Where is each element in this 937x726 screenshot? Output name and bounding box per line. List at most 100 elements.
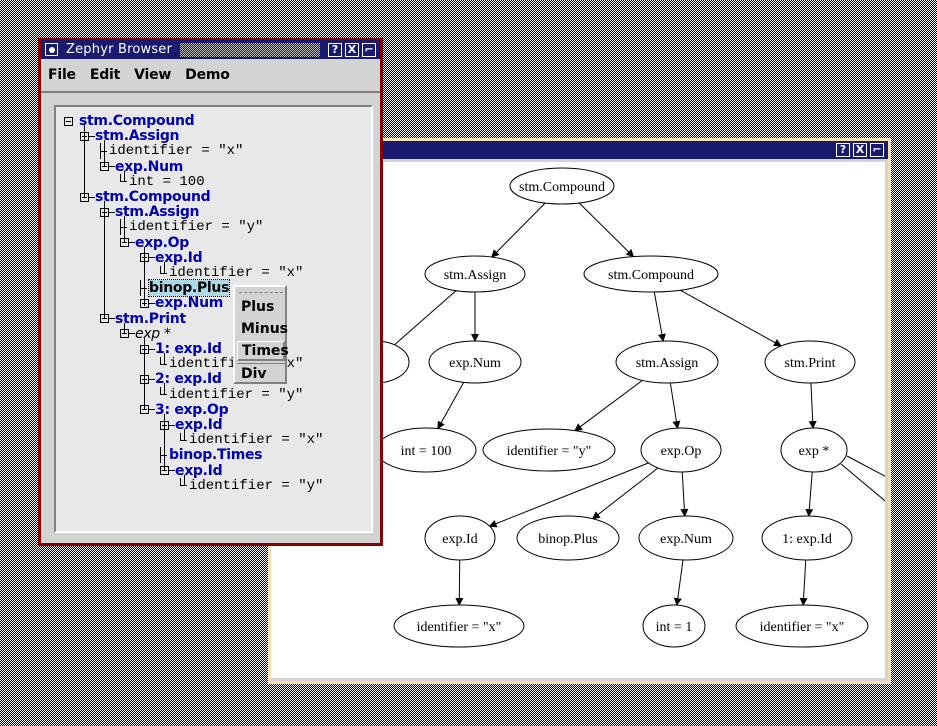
tree-node[interactable]: 3: exp.Op	[140, 402, 229, 418]
graph-node-ellipse	[640, 427, 722, 473]
zephyr-titlebar[interactable]: Zephyr Browser ? X ⌐	[41, 40, 380, 59]
graph-node-ellipse	[764, 340, 856, 384]
tree-leaf[interactable]: int = 100	[120, 174, 205, 190]
tree-connector	[109, 211, 115, 213]
collapse-icon[interactable]	[64, 116, 73, 126]
tree-label: binop.Times	[169, 447, 263, 464]
tree-label: identifier = "y"	[169, 386, 304, 403]
menu-bar: File Edit View Demo	[41, 59, 380, 93]
tree-node[interactable]: stm.Compound	[80, 189, 211, 205]
ast-graph: stm.Compound stm.Assign stm.Compound exp.Nu…	[340, 167, 885, 648]
close-icon[interactable]: X	[853, 143, 867, 157]
tree-leaf[interactable]: identifier = "x"	[160, 265, 303, 281]
titlebar-drag-area[interactable]	[180, 42, 320, 57]
zephyr-browser-window: Zephyr Browser ? X ⌐ File Edit View Demo…	[38, 38, 383, 546]
tree-label: int = 100	[129, 173, 205, 190]
graph-node-ellipse	[516, 515, 620, 561]
popup-item-plus[interactable]: Plus	[241, 299, 275, 315]
tree-node[interactable]: binop.Times	[160, 447, 263, 464]
graph-node[interactable]: int = 100	[375, 427, 477, 473]
graph-node[interactable]: exp.Op	[640, 427, 722, 473]
help-icon[interactable]: ?	[836, 143, 850, 157]
popup-item-minus[interactable]: Minus	[241, 321, 288, 337]
graph-node-ellipse	[428, 340, 522, 384]
tree-leaf[interactable]: identifier = "y"	[120, 219, 263, 236]
graph-node-ellipse	[615, 340, 719, 384]
tree-label: identifier = "x"	[109, 143, 244, 160]
graph-node[interactable]: exp *	[780, 427, 848, 473]
window-menu-icon[interactable]	[45, 43, 58, 56]
popup-item-times[interactable]: Times	[237, 341, 289, 361]
graph-node[interactable]: binop.Plus	[516, 515, 620, 561]
graph-window-titlebar[interactable]: ? X ⌐	[379, 141, 888, 159]
tree-connector	[149, 409, 155, 411]
tree-node[interactable]: stm.Assign	[100, 204, 200, 220]
graph-node-label: stm.Compound	[519, 180, 605, 195]
tear-off-line[interactable]	[239, 292, 283, 293]
tree-node[interactable]: exp.Op	[120, 235, 189, 251]
maximize-icon[interactable]: ⌐	[362, 42, 376, 57]
tree-leaf[interactable]: identifier = "x"	[100, 143, 244, 160]
tree-node[interactable]: exp *	[120, 326, 171, 342]
graph-node[interactable]: exp.Id	[424, 515, 496, 561]
graph-node[interactable]: int = 1	[642, 604, 706, 648]
tree-node[interactable]: stm.Assign	[80, 128, 180, 144]
menu-file[interactable]: File	[48, 67, 76, 83]
graph-node[interactable]: stm.Print	[764, 340, 856, 384]
graph-node-ellipse	[761, 515, 853, 561]
graph-node-ellipse	[642, 604, 706, 648]
tree-connector	[160, 387, 167, 396]
graph-node[interactable]: identifier = "x"	[735, 604, 869, 648]
tree-label: exp.Num	[155, 295, 224, 312]
graph-node[interactable]: stm.Assign	[424, 255, 526, 293]
tree-node[interactable]: exp.Id	[140, 250, 203, 266]
tree-guide-line	[184, 429, 185, 441]
graph-edge	[394, 290, 457, 346]
menu-edit[interactable]: Edit	[89, 67, 121, 83]
graph-node[interactable]: exp.Num	[638, 515, 734, 561]
graph-node[interactable]: exp.Num	[428, 340, 522, 384]
tree-leaf[interactable]: identifier = "y"	[180, 478, 323, 494]
tree-label: exp.Num	[115, 158, 184, 175]
tree-node[interactable]: exp.Id	[160, 417, 223, 433]
tree-node[interactable]: stm.Compound	[64, 113, 195, 129]
tree-node[interactable]: exp.Id	[160, 463, 223, 479]
tree-guide-line	[164, 383, 165, 395]
tree-label: identifier = "y"	[189, 477, 324, 494]
graph-node-ellipse	[638, 515, 734, 561]
graph-node-label: 1: exp.Id	[782, 532, 832, 547]
graph-node[interactable]: 1: exp.Id	[761, 515, 853, 561]
graph-node-label: exp *	[799, 444, 830, 459]
graph-edge	[491, 202, 546, 258]
tree-connector	[129, 242, 135, 244]
graph-node[interactable]: stm.Compound	[583, 255, 719, 293]
popup-item-div[interactable]: Div	[237, 363, 285, 383]
tree-node[interactable]: exp.Num	[100, 159, 183, 175]
maximize-icon[interactable]: ⌐	[870, 143, 884, 157]
tree-connector	[180, 478, 187, 487]
graph-node[interactable]: stm.Assign	[615, 340, 719, 384]
tree-connector	[100, 143, 107, 160]
graph-edge	[653, 291, 666, 343]
tree-label: identifier = "x"	[169, 265, 304, 281]
graph-node-label: stm.Compound	[608, 268, 694, 283]
tree-node[interactable]: 2: exp.Id	[140, 371, 222, 387]
close-icon[interactable]: X	[345, 42, 359, 57]
help-icon[interactable]: ?	[328, 42, 342, 57]
graph-node-label: exp.Num	[660, 532, 712, 547]
tree-leaf[interactable]: identifier = "x"	[180, 432, 323, 448]
tree-node[interactable]: stm.Print	[100, 311, 186, 327]
graph-edge	[840, 463, 885, 502]
graph-node[interactable]: identifier = "y"	[482, 428, 616, 472]
graph-node[interactable]: stm.Compound	[509, 167, 615, 205]
tree-leaf[interactable]: identifier = "y"	[160, 387, 303, 403]
tree-node[interactable]: binop.Plus	[140, 279, 231, 298]
tree-node[interactable]: exp.Num	[140, 295, 223, 311]
graph-node[interactable]: identifier = "x"	[393, 604, 525, 648]
graph-node-label: exp.Id	[442, 532, 477, 547]
menu-demo[interactable]: Demo	[185, 67, 230, 83]
graph-node-ellipse	[735, 604, 869, 648]
tree-node[interactable]: 1: exp.Id	[140, 341, 222, 357]
menu-view[interactable]: View	[134, 67, 172, 83]
